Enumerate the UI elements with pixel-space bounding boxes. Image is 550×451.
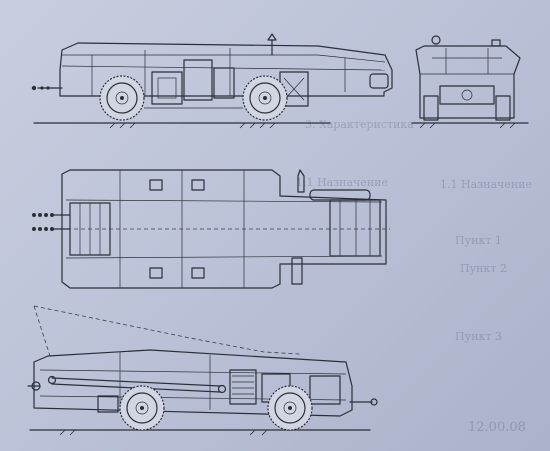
drive-motor (229, 369, 257, 405)
plan-outline (61, 169, 387, 289)
plan-wheel (291, 257, 303, 285)
front-mirror (491, 39, 501, 47)
hatch-1 (149, 179, 163, 191)
tow-hitch-lower (27, 381, 41, 391)
rear-frame (329, 199, 381, 257)
front-light (431, 35, 441, 45)
engine-block (151, 71, 183, 105)
front-fender (97, 395, 119, 413)
rear-wheel-lower (267, 385, 313, 431)
hatch-3 (149, 267, 163, 279)
front-wheel-lower (119, 385, 165, 431)
tipping-envelope (33, 305, 301, 355)
rear-hitch-lower (349, 398, 378, 406)
front-wheel-top (99, 75, 145, 121)
cab-block (183, 59, 213, 101)
operator-post (297, 169, 305, 193)
side-elevation-top (31, 33, 393, 129)
rear-module (309, 375, 341, 405)
rear-bumper (369, 73, 389, 89)
plan-view (32, 169, 390, 289)
hydraulic-unit (213, 67, 235, 99)
body-outline (59, 42, 393, 97)
mast (267, 33, 277, 41)
tow-chain-plan (32, 213, 71, 231)
hatch-2 (191, 179, 205, 191)
side-elevation-raised (27, 305, 378, 436)
rear-wheel-top (242, 75, 288, 121)
tow-hitch-top (31, 85, 63, 91)
ground-hatch (109, 122, 276, 129)
hatch-4 (191, 267, 205, 279)
front-body (415, 45, 521, 119)
front-tyre-right (495, 95, 511, 121)
front-tyre-left (423, 95, 439, 121)
front-axle-box (439, 85, 495, 105)
front-elevation (411, 35, 529, 129)
operator-seat (309, 189, 371, 201)
